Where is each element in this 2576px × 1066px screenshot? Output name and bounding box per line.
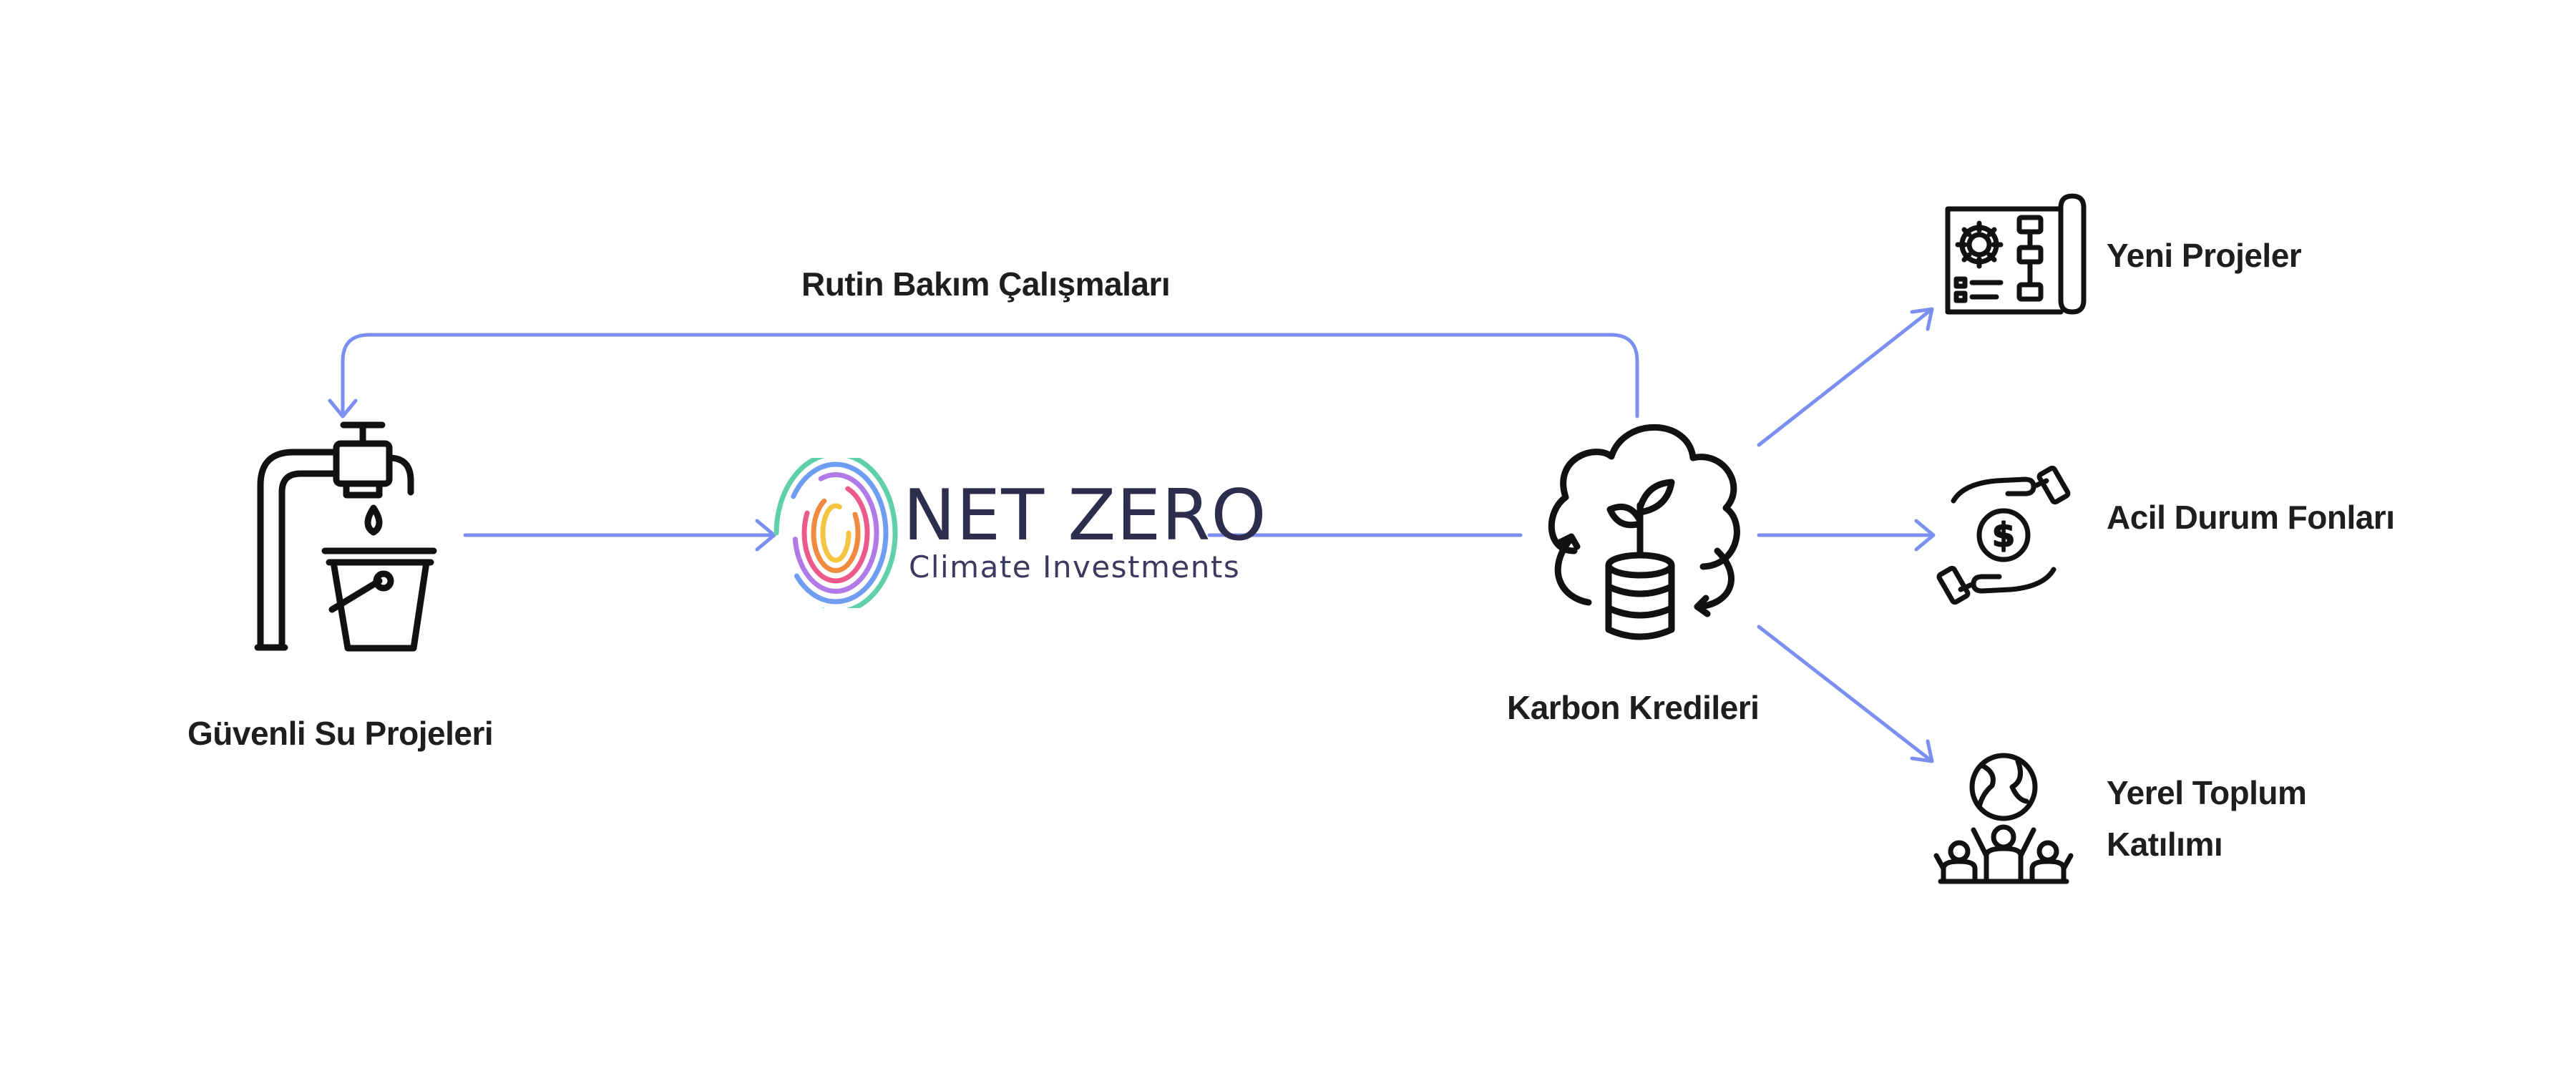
carbon-credits-label: Karbon Kredileri (1507, 689, 1760, 726)
maintenance-loop-label: Rutin Bakım Çalışmaları (801, 265, 1171, 303)
new-projects-label: Yeni Projeler (2107, 237, 2302, 274)
dollar-sign-icon: $ (1992, 516, 2015, 554)
hands-coin-icon: $ (1936, 465, 2071, 605)
local-community-label: Yerel Toplum Katılımı (2107, 774, 2307, 863)
arrow-maintenance-loop (341, 333, 1639, 419)
cloud-plant-coins-icon (1548, 424, 1740, 640)
arrowhead-carbon-to-community (1910, 739, 1934, 763)
fingerprint-ring (783, 461, 889, 605)
fingerprint-ring (801, 482, 870, 584)
arrow-carbon-to-new-projects (1757, 307, 1934, 447)
faucet-bucket-icon (254, 421, 437, 652)
logo-title: NET ZERO (903, 475, 1267, 557)
arrow-carbon-to-community (1757, 625, 1934, 763)
arrowhead-carbon-to-emergency-funds (1914, 519, 1936, 552)
safe-water-projects-label: Güvenli Su Projeleri (187, 715, 494, 752)
fingerprint-ring (811, 493, 861, 573)
arrowhead-carbon-to-new-projects (1910, 307, 1934, 331)
fingerprint-icon (774, 458, 898, 608)
emergency-funds-label: Acil Durum Fonları (2107, 499, 2395, 536)
arrowhead-maintenance-loop (328, 398, 358, 419)
blueprint-gear-icon (1945, 193, 2087, 315)
globe-people-icon (1933, 753, 2074, 884)
fingerprint-ring (820, 503, 852, 563)
arrowhead-water-to-logo (755, 519, 776, 552)
logo-subtitle: Climate Investments (909, 549, 1241, 585)
fingerprint-ring (774, 458, 898, 608)
fingerprint-ring (792, 472, 879, 594)
